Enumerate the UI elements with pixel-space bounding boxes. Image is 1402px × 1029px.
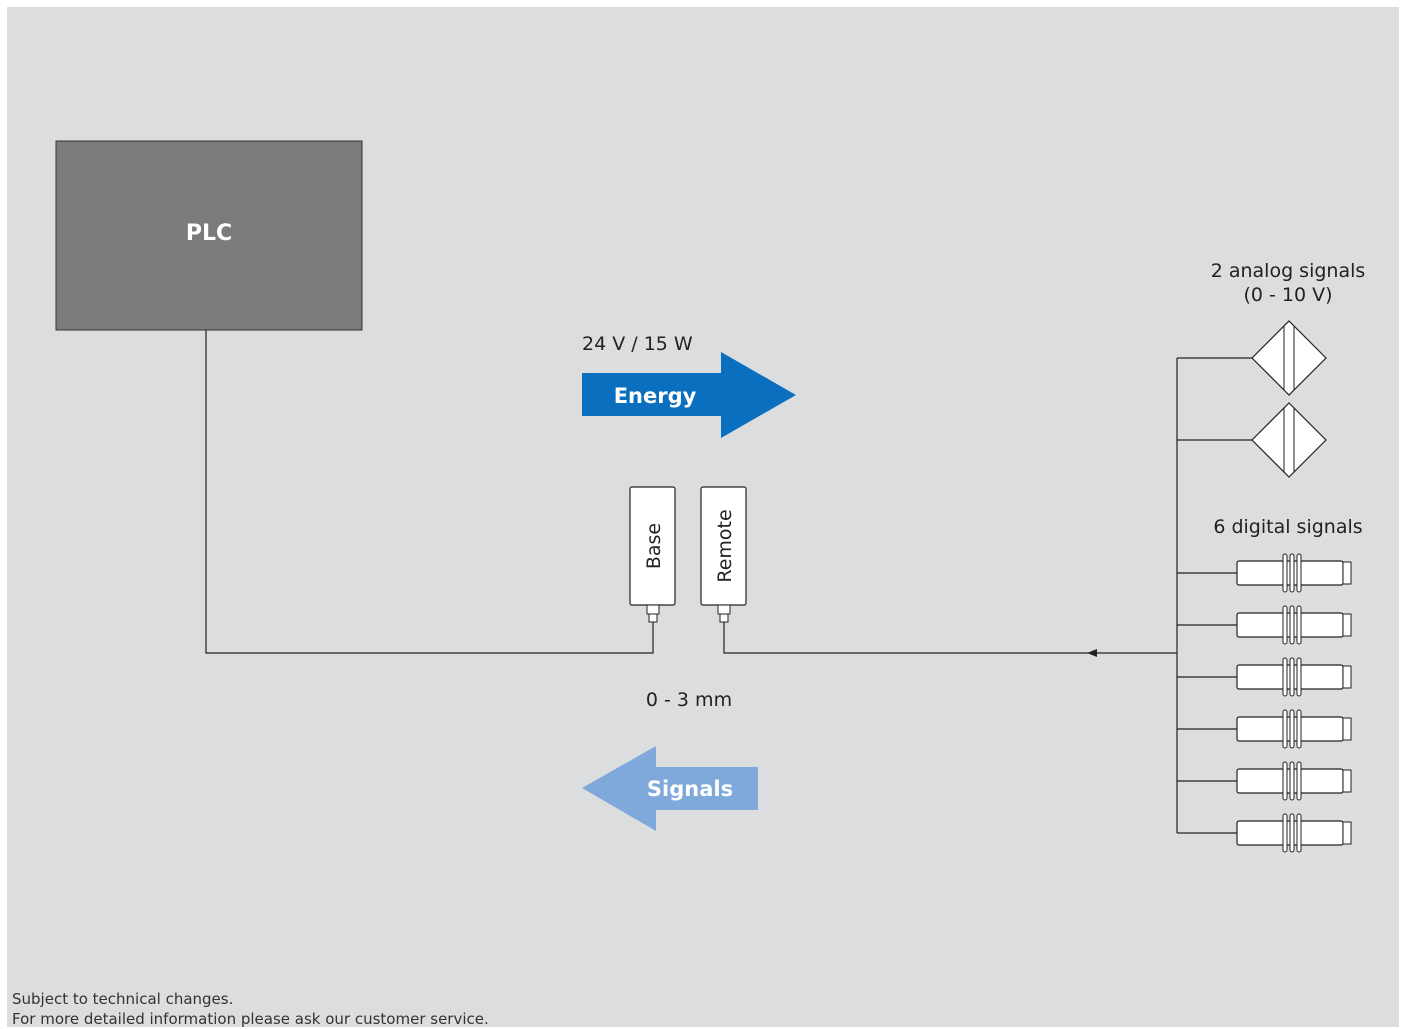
digital-sensor-cap	[1342, 665, 1352, 689]
digital-sensor-ring	[1296, 709, 1302, 749]
digital-sensor-ring	[1282, 761, 1288, 801]
footer-note: Subject to technical changes. For more d…	[12, 989, 489, 1029]
base-connector-pin	[648, 613, 658, 623]
digital-sensor-ring	[1289, 605, 1295, 645]
analog-signals-label: 2 analog signals	[1211, 260, 1366, 282]
digital-sensor-cap	[1342, 769, 1352, 793]
digital-sensor-ring	[1282, 709, 1288, 749]
digital-sensor-ring	[1289, 553, 1295, 593]
digital-sensor-group	[1177, 553, 1352, 853]
digital-sensor-cap	[1342, 561, 1352, 585]
footer-line-2: For more detailed information please ask…	[12, 1010, 489, 1028]
digital-sensor-ring	[1289, 709, 1295, 749]
energy-arrow	[582, 352, 796, 438]
digital-sensor-ring	[1296, 605, 1302, 645]
digital-sensor-ring	[1289, 813, 1295, 853]
digital-sensor-ring	[1282, 605, 1288, 645]
digital-sensor-ring	[1289, 657, 1295, 697]
digital-sensor-cap	[1342, 717, 1352, 741]
remote-to-sensors-cable	[723, 622, 1177, 654]
base-label: Base	[643, 523, 665, 569]
digital-sensor-ring	[1282, 657, 1288, 697]
plc-label: PLC	[186, 221, 232, 246]
digital-sensor-cap	[1342, 821, 1352, 845]
digital-sensor-ring	[1296, 813, 1302, 853]
plc-to-base-cable	[205, 330, 654, 654]
digital-sensor-ring	[1296, 553, 1302, 593]
base-connector	[646, 604, 660, 615]
analog-sensor-group	[1177, 320, 1327, 478]
gap-distance-label: 0 - 3 mm	[646, 689, 732, 711]
remote-connector	[717, 604, 731, 615]
remote-connector-pin	[719, 613, 729, 623]
signal-direction-arrowhead	[1087, 649, 1097, 657]
digital-signals-label: 6 digital signals	[1213, 516, 1362, 538]
plc-box	[55, 140, 363, 331]
digital-sensor-ring	[1296, 657, 1302, 697]
analog-sensor	[1251, 320, 1327, 396]
digital-sensor-cap	[1342, 613, 1352, 637]
digital-sensor-ring	[1296, 761, 1302, 801]
power-rating-label: 24 V / 15 W	[582, 333, 693, 355]
digital-sensor-ring	[1282, 813, 1288, 853]
remote-label: Remote	[714, 509, 736, 582]
digital-sensor-ring	[1282, 553, 1288, 593]
signals-arrow-label: Signals	[647, 777, 733, 801]
analog-signals-range: (0 - 10 V)	[1243, 284, 1332, 306]
footer-line-1: Subject to technical changes.	[12, 990, 234, 1008]
energy-arrow-label: Energy	[614, 384, 697, 408]
digital-sensor-ring	[1289, 761, 1295, 801]
analog-sensor	[1251, 402, 1327, 478]
signals-arrow	[582, 746, 758, 831]
